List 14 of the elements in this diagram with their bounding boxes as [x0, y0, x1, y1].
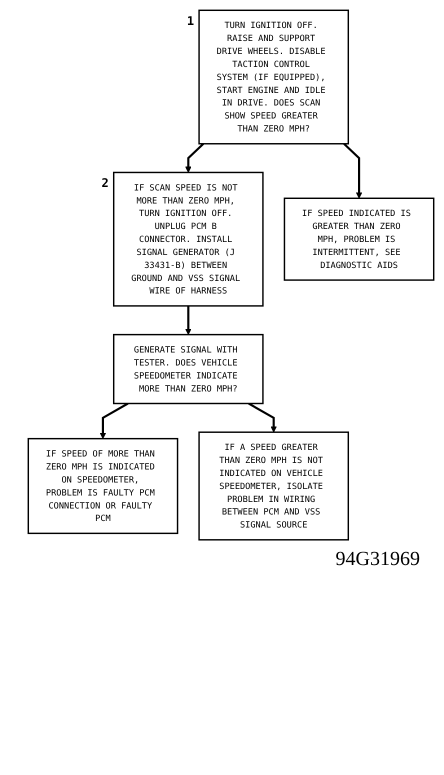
- arrow: [100, 402, 129, 439]
- figure-number: 94G31969: [336, 548, 420, 572]
- arrow: [343, 142, 362, 199]
- node-box: TURN IGNITION OFF. RAISE AND SUPPORT DRIVE WHEELS. DISABLE TACTION CONTROL SYSTEM (IF EQUIPPED), START ENGINE AND IDLE IN DRIVE. DOES SCAN SHOW SPEED GREATER THAN ZERO MPH?: [198, 10, 350, 144]
- step-number: 1: [186, 14, 194, 28]
- step-number: 2: [101, 176, 109, 190]
- node-box: IF SCAN SPEED IS NOT MORE THAN ZERO MPH, TURN IGNITION OFF. UNPLUG PCM B CONNECTOR. INSTALL SIGNAL GENERATOR (J 33431-B) BETWEEN GROUND AND VSS SIGNAL WIRE OF HARNESS: [112, 172, 264, 307]
- arrow: [248, 402, 277, 432]
- arrow: [185, 142, 204, 173]
- node-box: GENERATE SIGNAL WITH TESTER. DOES VEHICLE SPEEDOMETER INDICATE MORE THAN ZERO MPH?: [112, 334, 264, 404]
- node-box: IF SPEED OF MORE THAN ZERO MPH IS INDICATED ON SPEEDOMETER, PROBLEM IS FAULTY PCM CONNECTION OR FAULTY PCM: [28, 438, 178, 534]
- node-box: IF A SPEED GREATER THAN ZERO MPH IS NOT INDICATED ON VEHICLE SPEEDOMETER, ISOLATE PROBLEM IN WIRING BETWEEN PCM AND VSS SIGNAL SOURCE: [198, 431, 350, 541]
- node-box: IF SPEED INDICATED IS GREATER THAN ZERO MPH, PROBLEM IS INTERMITTENT, SEE DIAGNOSTIC AIDS: [284, 198, 434, 281]
- arrow: [185, 306, 192, 335]
